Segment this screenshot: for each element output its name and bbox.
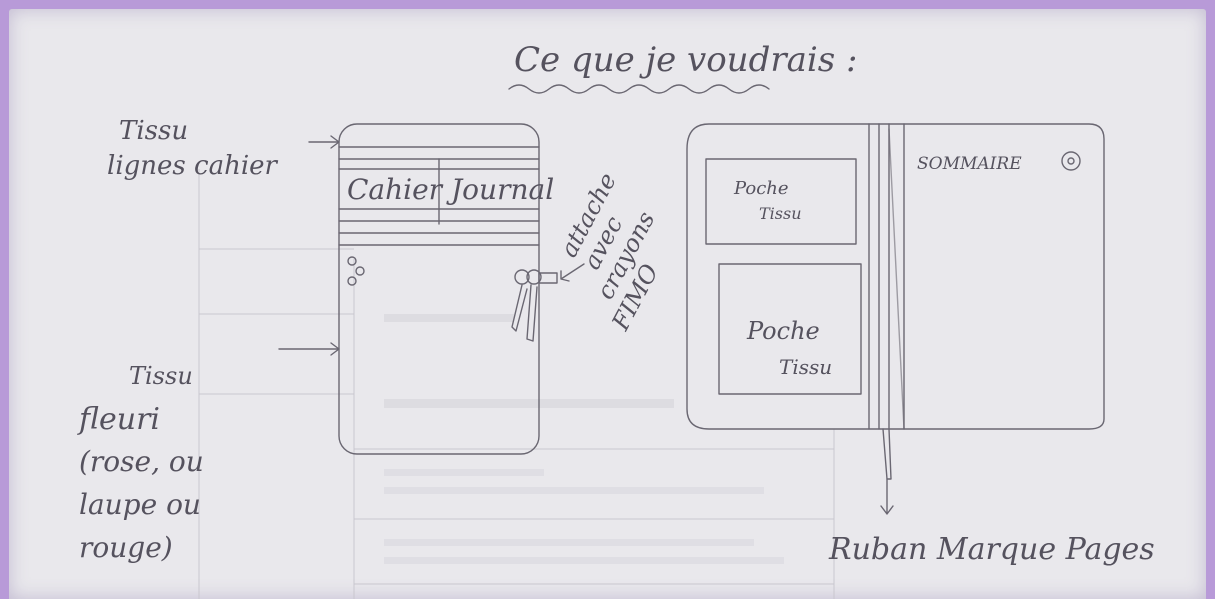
pocket-bottom-line1: Poche <box>746 317 820 345</box>
pocket-bottom-line2: Tissu <box>779 355 832 379</box>
arrow-bottom <box>278 342 340 356</box>
label-fleuri: fleuri <box>77 402 160 437</box>
label-tissu-top: Tissu <box>119 116 188 146</box>
label-tissu-bottom: Tissu <box>129 362 193 390</box>
label-rose: (rose, ou <box>79 445 204 478</box>
pocket-bottom <box>718 263 862 395</box>
ribbon-bookmark <box>882 428 892 480</box>
arrow-attach <box>560 263 585 282</box>
notebook-outline <box>686 123 1105 430</box>
pocket-top-line1: Poche <box>733 178 789 199</box>
pencil-sketch: Ce que je voudrais : Cahier Journal <box>77 40 1155 599</box>
label-laupe: laupe ou <box>79 488 201 521</box>
label-rouge: rouge) <box>79 531 173 564</box>
arrow-top <box>308 135 340 149</box>
attach-label: attache avec crayons FIMO <box>555 168 665 335</box>
open-notebook-sketch: Poche Tissu Poche Tissu SOMMAIRE <box>686 123 1105 515</box>
sommaire-label: SOMMAIRE <box>917 154 1022 174</box>
cover-outline <box>338 123 540 455</box>
cahier-journal-sketch: Cahier Journal <box>338 123 558 455</box>
cover-text: Cahier Journal <box>347 173 554 206</box>
label-lignes-cahier: lignes cahier <box>107 151 279 181</box>
sketch-title: Ce que je voudrais : <box>514 40 857 80</box>
ribbon-label: Ruban Marque Pages <box>828 532 1155 567</box>
pocket-top-line2: Tissu <box>759 204 802 223</box>
pocket-top <box>705 158 857 245</box>
background-grid <box>198 169 835 599</box>
title-underline <box>508 84 770 94</box>
sketch-paper: Ce que je voudrais : Cahier Journal <box>9 9 1206 599</box>
